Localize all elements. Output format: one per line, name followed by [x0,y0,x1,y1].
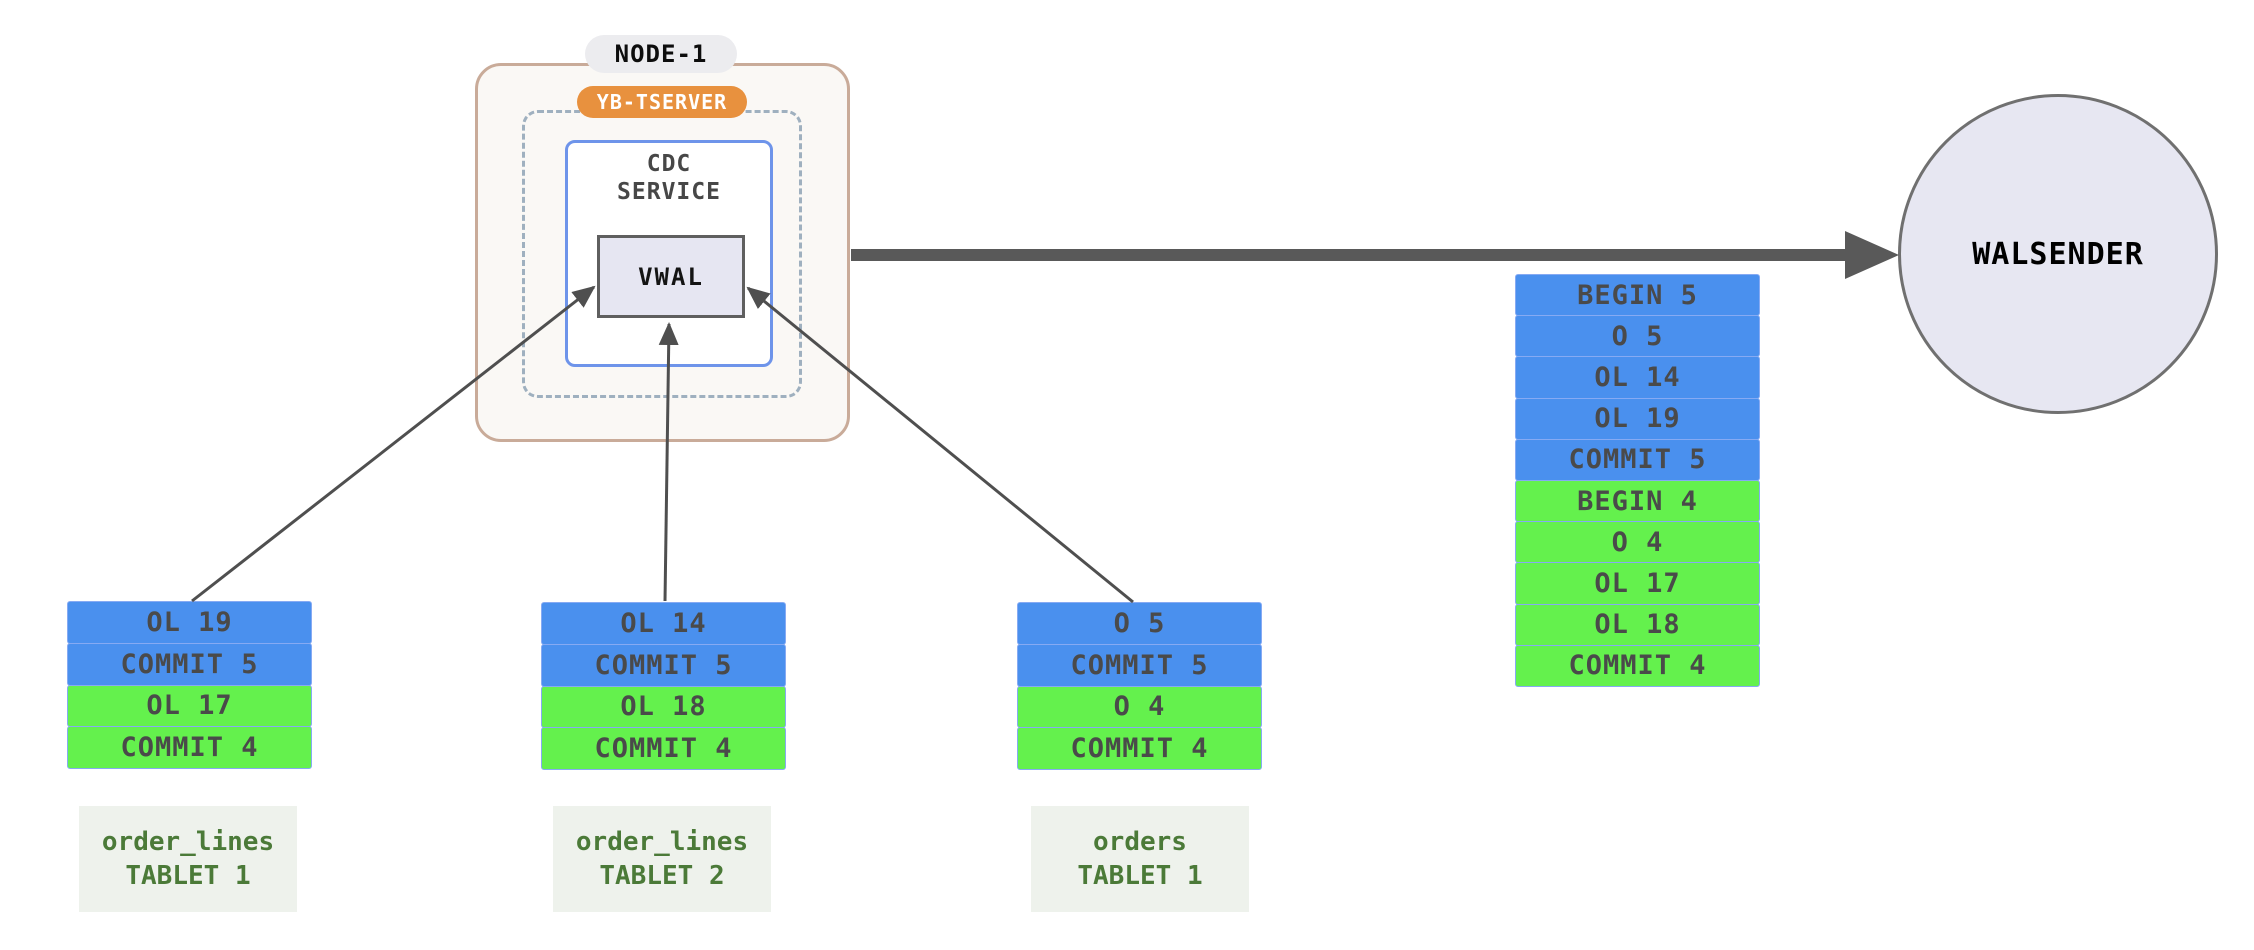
wal-record-cell: COMMIT 5 [1515,438,1760,482]
wal-record-cell: COMMIT 4 [541,727,786,770]
tablet-stack-order-lines-1: OL 19 COMMIT 5 OL 17 COMMIT 4 [67,601,312,769]
tablet-stack-orders-1: O 5 COMMIT 5 O 4 COMMIT 4 [1017,602,1262,770]
cdc-title-line1: CDC [646,151,692,177]
cdc-title-line2: SERVICE [617,179,721,205]
wal-record-cell: OL 19 [67,601,312,644]
wal-record-cell: COMMIT 4 [67,726,312,769]
wal-record-cell: BEGIN 5 [1515,274,1760,317]
wal-record-cell: COMMIT 5 [1017,643,1262,687]
wal-record-cell: OL 14 [541,602,786,645]
wal-record-cell: COMMIT 5 [541,643,786,687]
wal-record-cell: O 5 [1017,602,1262,645]
tablet-stack-order-lines-2: OL 14 COMMIT 5 OL 18 COMMIT 4 [541,602,786,770]
table-name: order_lines [575,827,749,857]
tablet-number: TABLET 1 [1077,861,1203,891]
wal-record-cell: BEGIN 4 [1515,480,1760,523]
vwal-to-walsender-arrowhead [1845,231,1899,279]
wal-record-cell: O 4 [1515,521,1760,564]
wal-record-cell: OL 19 [1515,397,1760,440]
wal-record-cell: COMMIT 5 [67,642,312,686]
merged-wal-stack: BEGIN 5 O 5 OL 14 OL 19 COMMIT 5 BEGIN 4… [1515,274,1760,688]
wal-record-cell: OL 17 [67,684,312,728]
wal-record-cell: OL 18 [1515,603,1760,646]
wal-record-cell: O 4 [1017,685,1262,729]
table-name: order_lines [101,827,275,857]
vwal-box: VWAL [597,235,745,318]
wal-record-cell: OL 17 [1515,562,1760,605]
wal-record-cell: COMMIT 4 [1017,727,1262,770]
wal-record-cell: OL 14 [1515,356,1760,399]
table-name: orders [1093,827,1187,857]
tablet-number: TABLET 2 [599,861,725,891]
walsender-circle: WALSENDER [1898,94,2218,414]
wal-record-cell: O 5 [1515,315,1760,358]
wal-record-cell: COMMIT 4 [1515,644,1760,688]
tserver-badge: YB-TSERVER [577,86,747,118]
node-label: NODE-1 [585,35,737,73]
wal-record-cell: OL 18 [541,685,786,729]
tablet-number: TABLET 1 [125,861,251,891]
